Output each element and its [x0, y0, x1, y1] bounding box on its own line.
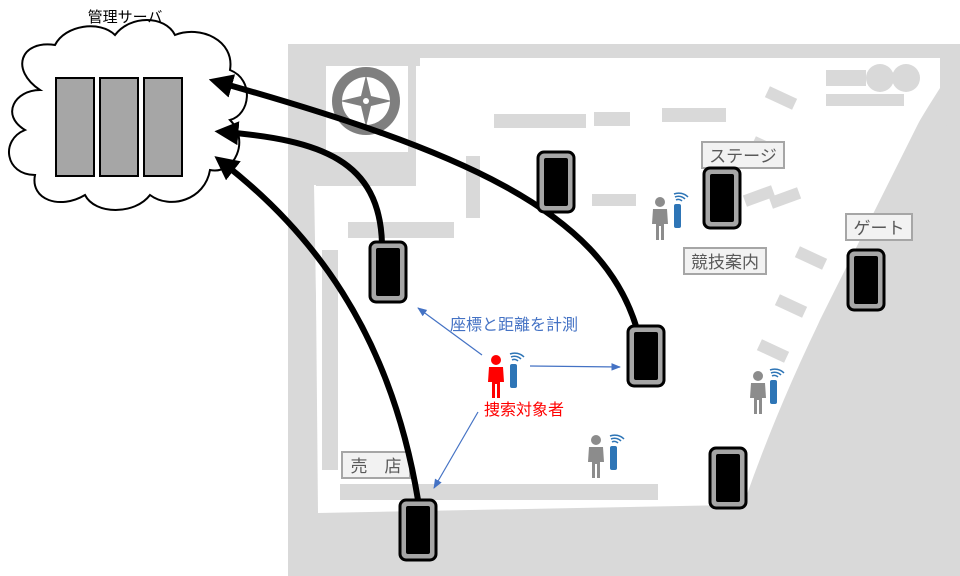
upload-arrows — [208, 74, 639, 503]
stage-label-box: ステージ — [701, 141, 785, 169]
gate-label-box: ゲート — [845, 213, 913, 241]
server-label: 管理サーバ — [88, 8, 163, 26]
receiver-shop — [398, 498, 438, 562]
shop-label: 売 店 — [351, 457, 402, 477]
upload-arrow-left — [214, 121, 385, 247]
receiver-center — [626, 324, 666, 388]
receiver-left — [368, 240, 408, 304]
road-marks — [765, 237, 848, 419]
upload-arrow-center — [208, 74, 639, 329]
receiver-gate — [846, 248, 886, 312]
measure-arrows — [417, 307, 621, 489]
shop-label-box: 売 店 — [341, 451, 411, 479]
receiver-top — [536, 150, 576, 214]
receiver-stage — [702, 166, 742, 230]
upload-arrow-shop — [214, 156, 421, 503]
server-cloud — [8, 19, 248, 211]
receiver-road — [708, 446, 748, 510]
info-label: 競技案内 — [691, 253, 759, 273]
target-label: 捜索対象者 — [484, 400, 564, 419]
info-label-box: 競技案内 — [683, 247, 767, 275]
stage-label: ステージ — [709, 147, 777, 167]
compass-icon — [332, 67, 400, 135]
server-rack-icon — [55, 77, 183, 177]
gate-label: ゲート — [854, 219, 905, 239]
measure-label: 座標と距離を計測 — [450, 315, 578, 334]
